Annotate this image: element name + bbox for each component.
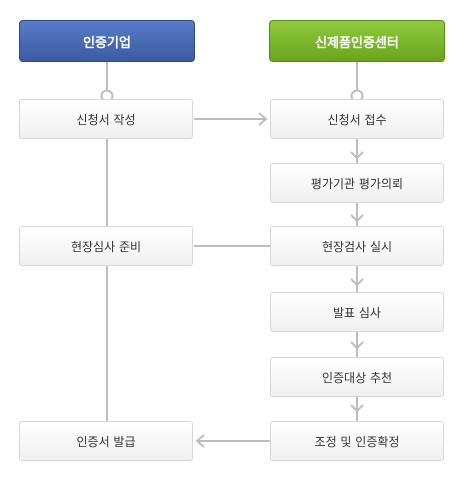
- step-request-label: 평가기관 평가의뢰: [310, 176, 404, 191]
- step-receive-label: 신청서 접수: [327, 112, 387, 127]
- step-recommend-label: 인증대상 추천: [321, 370, 393, 385]
- down-arrowhead: [350, 404, 364, 413]
- down-arrowhead: [350, 341, 364, 350]
- step-receive: 신청서 접수: [270, 99, 444, 139]
- step-apply: 신청서 작성: [19, 99, 193, 139]
- down-arrowhead: [350, 214, 364, 223]
- step-prepare: 현장심사 준비: [19, 226, 193, 266]
- step-apply-label: 신청서 작성: [76, 112, 136, 127]
- company-header: 인증기업: [19, 20, 195, 62]
- step-issue-label: 인증서 발급: [76, 434, 136, 449]
- step-prepare-label: 현장심사 준비: [70, 239, 142, 254]
- step-confirm: 조정 및 인증확정: [270, 421, 444, 461]
- center-header: 신제품인증센터: [269, 20, 445, 62]
- apply-to-receive-arrowhead: [258, 112, 268, 126]
- step-inspect-label: 현장검사 실시: [321, 239, 393, 254]
- down-arrowhead: [350, 278, 364, 287]
- step-issue: 인증서 발급: [19, 421, 193, 461]
- step-present: 발표 심사: [270, 292, 444, 332]
- confirm-to-issue-arrowhead: [195, 434, 205, 448]
- step-recommend: 인증대상 추천: [270, 357, 444, 397]
- center-header-label: 신제품인증센터: [315, 35, 399, 51]
- step-request: 평가기관 평가의뢰: [270, 163, 444, 203]
- down-arrowhead: [350, 151, 364, 160]
- step-present-label: 발표 심사: [333, 305, 381, 320]
- step-confirm-label: 조정 및 인증확정: [314, 434, 400, 449]
- step-inspect: 현장검사 실시: [270, 226, 444, 266]
- company-header-label: 인증기업: [83, 35, 131, 51]
